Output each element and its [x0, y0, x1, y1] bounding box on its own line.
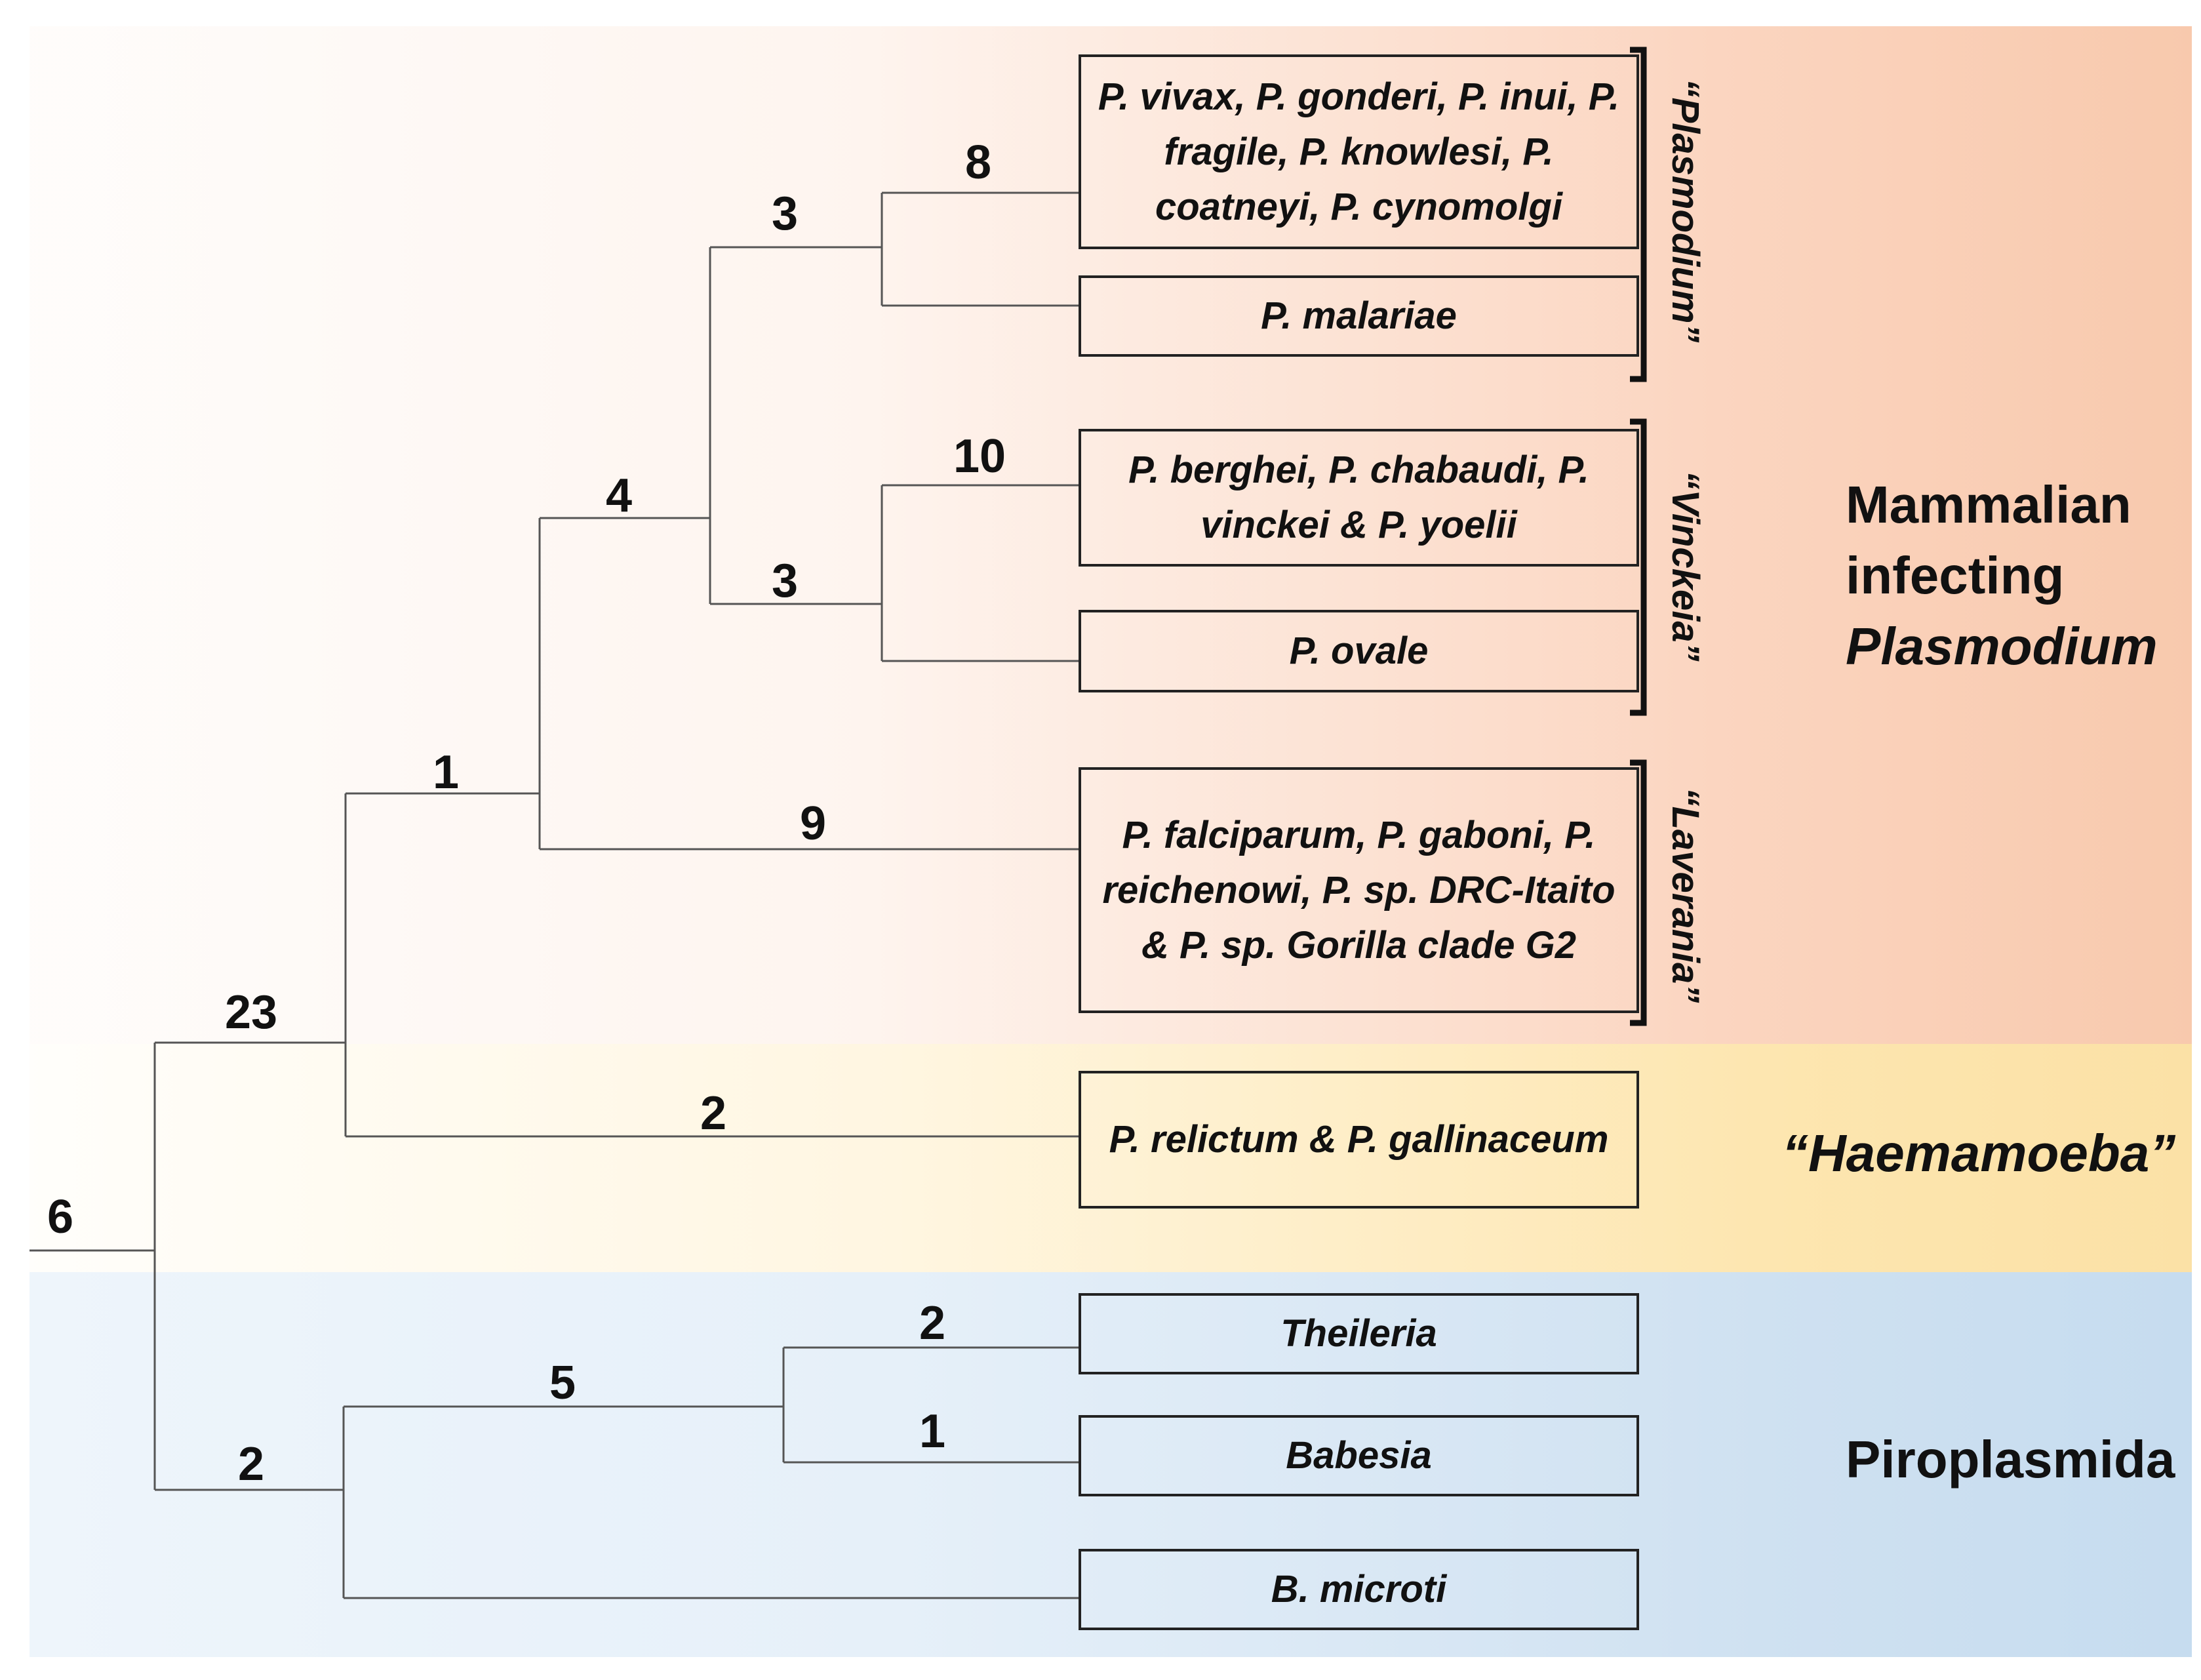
plasmodium-bracket: [1630, 47, 1647, 382]
taxon-box-ovale: P. ovale: [1079, 610, 1639, 692]
taxon-box-b-microti: B. microti: [1079, 1549, 1639, 1630]
branch-number-vinckeia-clade: 3: [771, 555, 799, 607]
piroplasmida-band: [30, 1272, 2192, 1657]
group-label-mammalian-line1: Mammalian: [1846, 475, 2132, 534]
taxon-box-laverania-group: P. falciparum, P. gaboni, P. reichenowi,…: [1079, 767, 1639, 1013]
subgenus-label-laverania: “Laverania”: [1664, 787, 1707, 1003]
branch-number-theileria-babesia: 5: [549, 1357, 576, 1409]
laverania-bracket: [1630, 759, 1647, 1026]
vinckeia-bracket: [1630, 418, 1647, 716]
taxon-box-babesia: Babesia: [1079, 1415, 1639, 1496]
haemamoeba-band: [30, 1044, 2192, 1272]
group-label-piroplasmida: Piroplasmida: [1846, 1430, 2175, 1489]
branch-number-theileria: 2: [919, 1297, 946, 1350]
group-label-mammalian-line3: Plasmodium: [1846, 617, 2158, 675]
branch-number-plasmodium-clade: 3: [771, 188, 799, 240]
taxon-box-haemamoeba-group: P. relictum & P. gallinaceum: [1079, 1071, 1639, 1209]
taxon-box-malariae: P. malariae: [1079, 275, 1639, 357]
group-label-mammalian-line2: infecting: [1846, 546, 2065, 605]
taxon-box-berghei-group: P. berghei, P. chabaudi, P. vinckei & P.…: [1079, 429, 1639, 567]
group-label-mammalian: Mammalian infecting Plasmodium: [1846, 470, 2158, 682]
branch-number-haemamoeba: 2: [700, 1087, 727, 1140]
mammalian-plasmodium-band: [30, 26, 2192, 1044]
branch-number-plasmodium-vinckeia: 4: [605, 470, 633, 522]
branch-number-piroplasmida: 2: [237, 1438, 265, 1490]
branch-number-haemosporidia: 23: [224, 986, 278, 1039]
taxon-box-vivax-group: P. vivax, P. gonderi, P. inui, P. fragil…: [1079, 54, 1639, 249]
group-label-haemamoeba: “Haemamoeba”: [1782, 1124, 2176, 1182]
branch-number-berghei-group: 10: [953, 430, 1006, 483]
branch-number-laverania: 9: [799, 797, 827, 850]
subgenus-label-plasmodium: “Plasmodium”: [1664, 78, 1707, 343]
taxon-box-theileria: Theileria: [1079, 1293, 1639, 1374]
branch-number-root: 6: [47, 1191, 74, 1243]
branch-number-mammal-plus-laverania: 1: [432, 746, 460, 799]
branch-number-vivax-group: 8: [964, 136, 992, 189]
branch-number-babesia: 1: [919, 1405, 946, 1458]
